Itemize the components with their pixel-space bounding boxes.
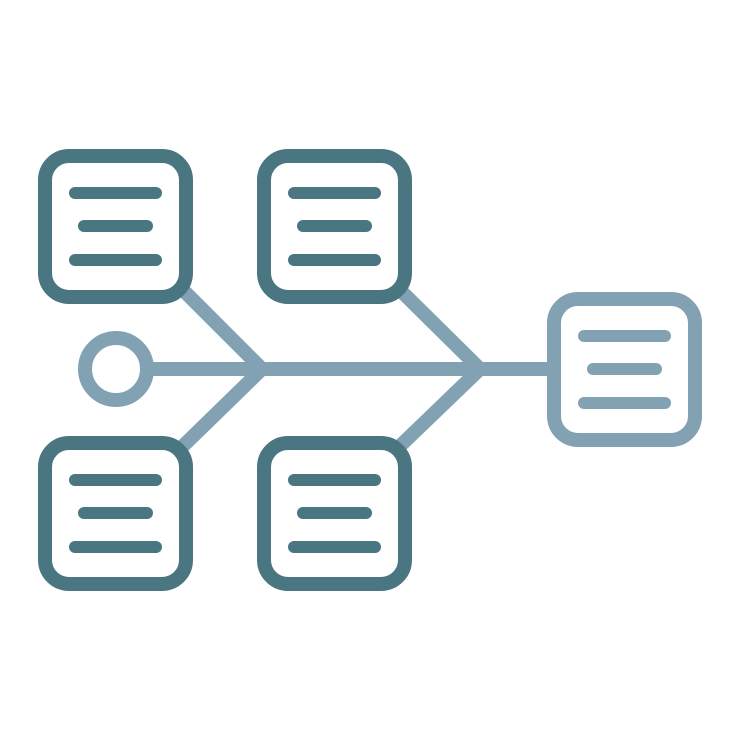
cause-box-top-middle xyxy=(257,149,412,304)
cause-box-top-left xyxy=(38,149,193,304)
branch-bottom-left xyxy=(176,362,269,453)
document-lines-icon xyxy=(69,474,162,553)
document-lines-icon xyxy=(578,330,671,409)
branch-top-middle xyxy=(393,283,487,376)
document-lines-icon xyxy=(69,187,162,266)
document-lines-icon xyxy=(288,474,381,553)
effect-box xyxy=(547,292,702,447)
cause-box-bottom-middle xyxy=(257,436,412,591)
branch-top-left xyxy=(176,283,269,376)
document-lines-icon xyxy=(288,187,381,266)
start-circle-icon xyxy=(78,331,154,407)
cause-box-bottom-left xyxy=(38,436,193,591)
branch-bottom-middle xyxy=(393,362,487,453)
fishbone-connectors xyxy=(141,283,560,453)
